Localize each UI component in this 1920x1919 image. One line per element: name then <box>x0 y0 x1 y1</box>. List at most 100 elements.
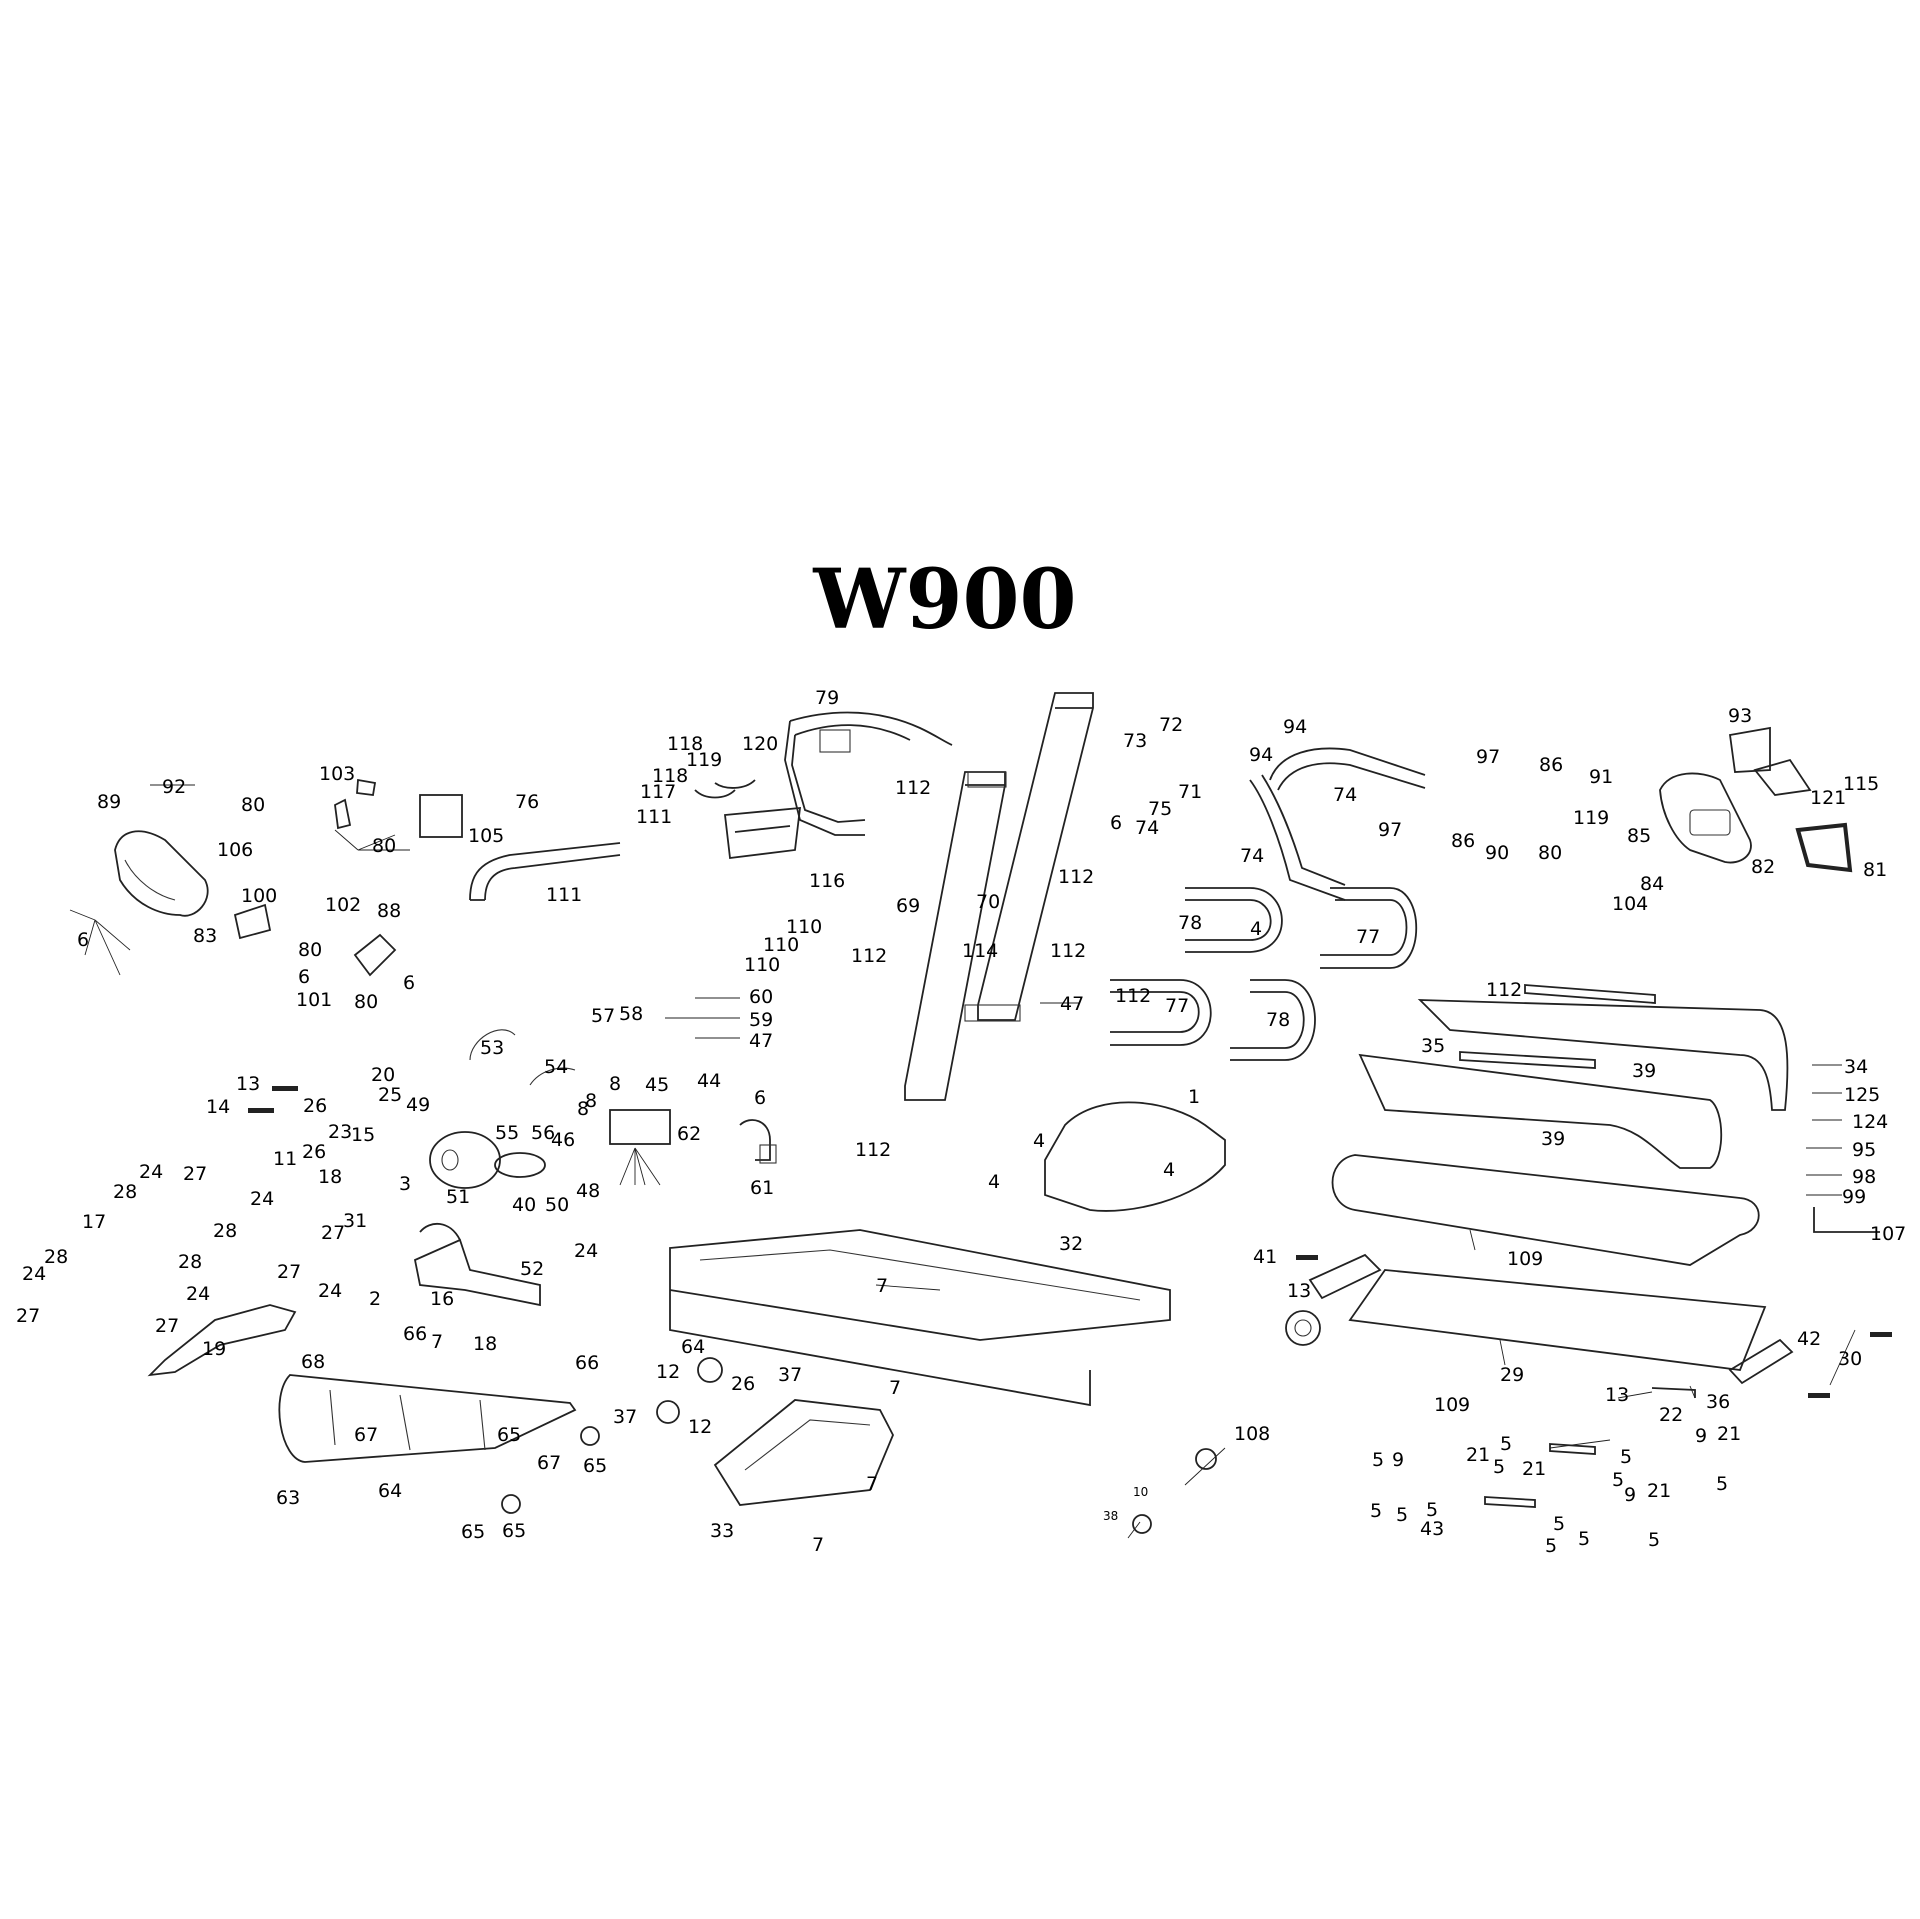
callout-label: 28 <box>44 1246 68 1268</box>
callout-label: 13 <box>236 1073 260 1095</box>
callout-label: 110 <box>744 954 780 976</box>
callout-label: 5 <box>1553 1513 1565 1535</box>
callout-label: 93 <box>1728 705 1752 727</box>
part-34-rail <box>1358 1053 1723 1169</box>
callout-label: 5 <box>1620 1446 1632 1468</box>
callout-label: 124 <box>1852 1111 1888 1133</box>
part-64-caster-a <box>580 1426 600 1446</box>
callout-label: 110 <box>763 934 799 956</box>
callout-label: 67 <box>537 1452 561 1474</box>
callout-label: 81 <box>1863 859 1887 881</box>
part-33-hood <box>713 1399 894 1506</box>
callout-label: 32 <box>1059 1233 1083 1255</box>
callout-label: 80 <box>298 939 322 961</box>
callout-label: 9 <box>1695 1425 1707 1447</box>
callout-label: 47 <box>749 1030 773 1052</box>
callout-label: 5 <box>1612 1469 1624 1491</box>
callout-label: 60 <box>749 986 773 1008</box>
callout-label: 6 <box>403 972 415 994</box>
part-37-pulley-a <box>697 1357 723 1383</box>
callout-label: 1 <box>1188 1086 1200 1108</box>
part-37-pulley-b <box>656 1400 680 1424</box>
callout-label: 80 <box>241 794 265 816</box>
callout-label: 68 <box>301 1351 325 1373</box>
callout-label: 114 <box>962 940 998 962</box>
part-35-rail <box>1417 999 1789 1111</box>
callout-label: 53 <box>480 1037 504 1059</box>
callout-label: 69 <box>896 895 920 917</box>
part-78-ubar-bottom <box>1230 979 1316 1061</box>
callout-label: 117 <box>640 781 676 803</box>
part-40-belt <box>494 1152 546 1178</box>
callout-label: 24 <box>318 1280 342 1302</box>
callout-label: 74 <box>1333 784 1357 806</box>
callout-label: 28 <box>213 1220 237 1242</box>
part-43-slat-a <box>1549 1443 1596 1455</box>
callout-label: 30 <box>1838 1348 1862 1370</box>
callout-label: 70 <box>976 891 1000 913</box>
callout-label: 46 <box>551 1129 575 1151</box>
callout-label: 65 <box>583 1455 607 1477</box>
part-70-upright <box>977 692 1094 1021</box>
callout-label: 92 <box>162 776 186 798</box>
callout-label: 31 <box>343 1210 367 1232</box>
callout-label: 120 <box>742 733 778 755</box>
callout-label: 116 <box>809 870 845 892</box>
callout-label: 112 <box>851 945 887 967</box>
callout-label: 11 <box>273 1148 297 1170</box>
callout-label: 119 <box>1573 807 1609 829</box>
callout-label: 103 <box>319 763 355 785</box>
callout-label: 72 <box>1159 714 1183 736</box>
callout-label: 99 <box>1842 1186 1866 1208</box>
callout-label: 37 <box>778 1364 802 1386</box>
part-70-plate <box>964 1004 1021 1022</box>
callout-label: 95 <box>1852 1139 1876 1161</box>
callout-label: 7 <box>876 1275 888 1297</box>
callout-label: 21 <box>1717 1423 1741 1445</box>
callout-label: 26 <box>731 1373 755 1395</box>
callout-label: 94 <box>1283 716 1307 738</box>
part-62-controller <box>609 1109 671 1145</box>
callout-label: 21 <box>1522 1458 1546 1480</box>
callout-label: 77 <box>1356 926 1380 948</box>
callout-label: 34 <box>1844 1056 1868 1078</box>
part-32-motor-cover <box>1044 1101 1226 1212</box>
callout-label: 50 <box>545 1194 569 1216</box>
callout-label: 54 <box>544 1056 568 1078</box>
part-93 <box>1728 726 1771 773</box>
part-29-pulley <box>1285 1310 1321 1346</box>
part-94-arm <box>1269 747 1426 791</box>
callout-label: 42 <box>1797 1328 1821 1350</box>
part-10-roller <box>1195 1448 1217 1470</box>
callout-label: 112 <box>855 1139 891 1161</box>
callout-label: 102 <box>325 894 361 916</box>
callout-label: 52 <box>520 1258 544 1280</box>
callout-label: 110 <box>786 916 822 938</box>
callout-label: 27 <box>321 1222 345 1244</box>
callout-label: 7 <box>866 1473 878 1495</box>
callout-label: 7 <box>889 1377 901 1399</box>
callout-label: 125 <box>1844 1084 1880 1106</box>
callout-label: 73 <box>1123 730 1147 752</box>
callout-label: 66 <box>403 1323 427 1345</box>
callout-label: 5 <box>1500 1433 1512 1455</box>
callout-label: 9 <box>1458 1394 1470 1416</box>
part-43-slat-b <box>1484 1496 1536 1508</box>
callout-label: 62 <box>677 1123 701 1145</box>
callout-label: 58 <box>619 1003 643 1025</box>
part-100 <box>233 903 272 940</box>
callout-label: 8 <box>577 1098 589 1120</box>
part-38-wheel <box>1132 1514 1152 1534</box>
part-77-ubar-top <box>1185 887 1283 953</box>
part-30-roller <box>1728 1338 1794 1385</box>
callout-label: 4 <box>1163 1159 1175 1181</box>
callout-label: 28 <box>113 1181 137 1203</box>
callout-label: 27 <box>277 1261 301 1283</box>
part-82-console-cover <box>1659 772 1752 864</box>
callout-label: 77 <box>1165 995 1189 1017</box>
callout-label: 4 <box>1250 918 1262 940</box>
callout-label: 6 <box>754 1087 766 1109</box>
callout-label: 75 <box>1148 798 1172 820</box>
callout-label: 57 <box>591 1005 615 1027</box>
callout-label: 65 <box>497 1424 521 1446</box>
